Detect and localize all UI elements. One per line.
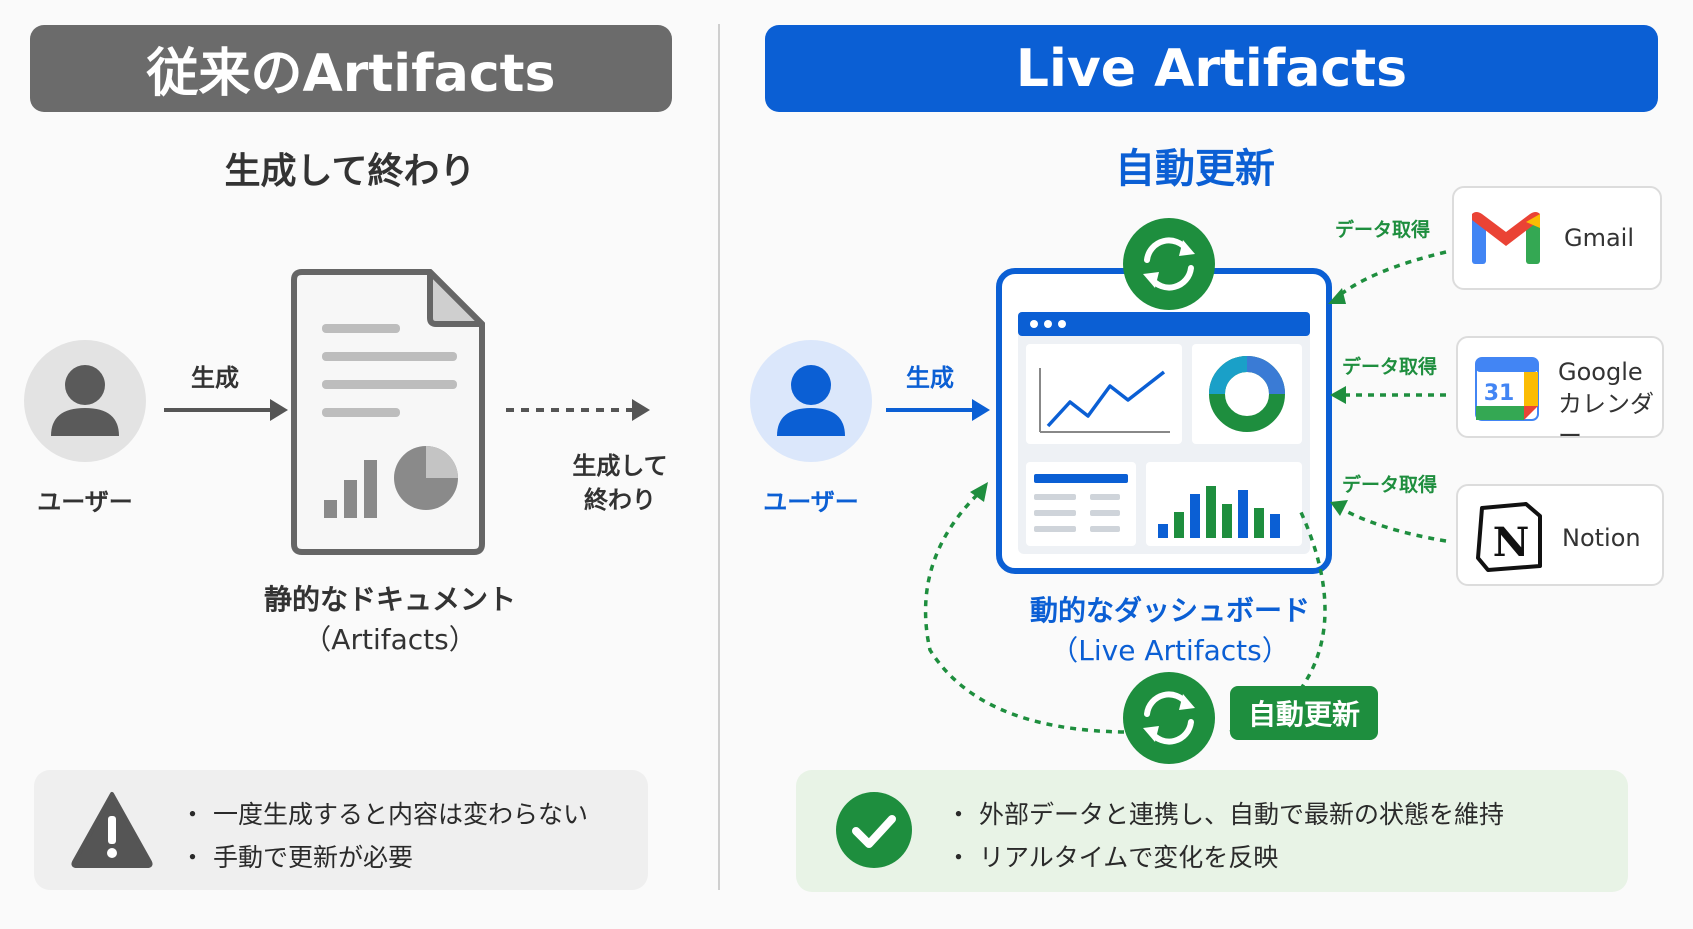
gmail-label: Gmail [1564,224,1635,252]
left-user-label: ユーザー [37,488,133,516]
right-subtitle: 自動更新 [1115,146,1275,192]
data-flow-connectors [923,250,1447,734]
gmail-icon [1472,212,1540,264]
center-divider [718,24,720,890]
right-note-box [796,770,1628,892]
fetch-label-gmail: データ取得 [1335,219,1431,241]
refresh-icon [1123,672,1215,764]
user-icon [777,365,845,436]
right-generate-arrow [886,399,990,421]
notion-letter: N [1493,519,1530,566]
calendar-label-2: カレンダー [1558,390,1654,451]
dynamic-dashboard-icon [996,268,1332,574]
notion-card: N Notion [1456,484,1664,586]
left-subtitle: 生成して終わり [224,151,476,192]
right-user-label: ユーザー [763,488,859,516]
gmail-card: Gmail [1452,186,1662,290]
check-circle-icon [836,792,912,868]
notion-label: Notion [1562,524,1641,552]
static-doc-label-2: （Artifacts） [303,623,477,656]
left-note-box [34,770,648,890]
left-user-avatar [24,340,146,462]
user-icon [51,365,119,436]
right-arrow-label: 生成 [906,364,954,392]
dashboard-label-1: 動的なダッシュボード [1029,594,1310,627]
right-note-2: ・ リアルタイムで変化を反映 [946,843,1279,872]
auto-update-tag: 自動更新 [1230,686,1378,740]
static-doc-label-1: 静的なドキュメント [263,583,516,616]
right-user-avatar [750,340,872,462]
left-note-2: ・ 手動で更新が必要 [180,843,413,872]
left-note-1: ・ 一度生成すると内容は変わらない [180,800,588,829]
left-end-label-2: 終わり [584,486,656,514]
google-calendar-icon: 31 [1475,357,1539,421]
left-end-label-1: 生成して [572,452,668,480]
left-generate-arrow [164,399,288,421]
left-arrow-label: 生成 [191,364,239,392]
static-document-icon [291,269,485,555]
google-calendar-card: 31 Google カレンダー [1456,336,1664,450]
left-end-dotted-arrow [506,399,650,421]
right-note-1: ・ 外部データと連携し、自動で最新の状態を維持 [946,800,1504,829]
refresh-icon [1123,218,1215,310]
right-banner-title: Live Artifacts [765,25,1658,112]
calendar-date-text: 31 [1484,381,1515,406]
fetch-label-calendar: データ取得 [1342,356,1438,378]
dashboard-label-2: （Live Artifacts） [1050,634,1290,667]
fetch-label-notion: データ取得 [1342,474,1438,496]
warning-icon [71,792,153,868]
notion-icon: N [1476,502,1542,572]
left-banner-title: 従来のArtifacts [30,25,672,112]
calendar-label-1: Google [1558,358,1643,386]
